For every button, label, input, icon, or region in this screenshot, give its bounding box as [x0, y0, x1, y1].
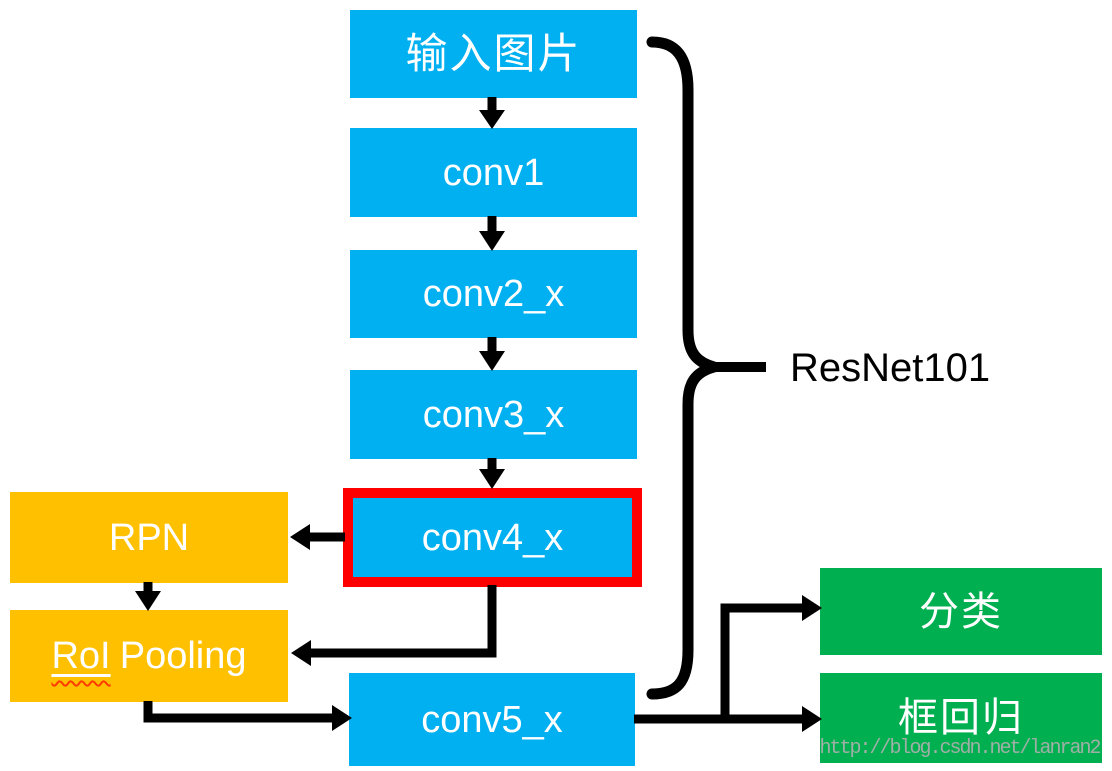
node-conv5: conv5_x	[349, 673, 635, 766]
resnet101-label: ResNet101	[790, 346, 991, 390]
watermark-url: http://blog.csdn.net/lanran2	[819, 737, 1101, 760]
node-roi-pooling-label-rest: Pooling	[119, 635, 247, 677]
arrow-conv3-to-conv4	[479, 458, 505, 489]
node-conv3: conv3_x	[350, 370, 637, 459]
arrow-conv2-to-conv3	[479, 337, 505, 371]
arrow-conv5-to-classification	[720, 595, 822, 719]
arrow-conv1-to-conv2	[479, 216, 505, 251]
node-classification: 分类	[820, 568, 1102, 655]
node-conv1: conv1	[350, 128, 637, 217]
node-input-image: 输入图片	[350, 10, 637, 98]
node-conv1-label: conv1	[442, 151, 545, 194]
node-conv4-highlighted: conv4_x	[343, 488, 642, 587]
node-bbox-regression: 框回归	[820, 673, 1102, 763]
arrow-conv4-to-roi-pooling	[291, 585, 497, 666]
node-conv4-label: conv4_x	[421, 516, 564, 559]
node-conv5-label: conv5_x	[421, 698, 563, 741]
node-rpn: RPN	[10, 492, 288, 583]
arrow-input-to-conv1	[479, 97, 505, 129]
node-rpn-label: RPN	[108, 516, 190, 559]
resnet101-brace	[646, 36, 766, 700]
node-conv2: conv2_x	[350, 250, 637, 338]
arrow-rpn-to-roi-pooling	[135, 582, 161, 611]
node-input-image-label: 输入图片	[405, 30, 582, 77]
node-conv2-label: conv2_x	[422, 273, 565, 315]
arrow-conv4-to-rpn	[290, 524, 345, 550]
node-roi-pooling-label-underlined: RoI	[51, 635, 111, 677]
node-conv3-label: conv3_x	[422, 393, 565, 436]
arrow-roi-pooling-to-conv5	[143, 701, 352, 731]
node-bbox-regression-label: 框回归	[898, 696, 1024, 740]
arrow-conv5-to-bbox-regression	[634, 706, 822, 732]
node-classification-label: 分类	[919, 589, 1003, 634]
